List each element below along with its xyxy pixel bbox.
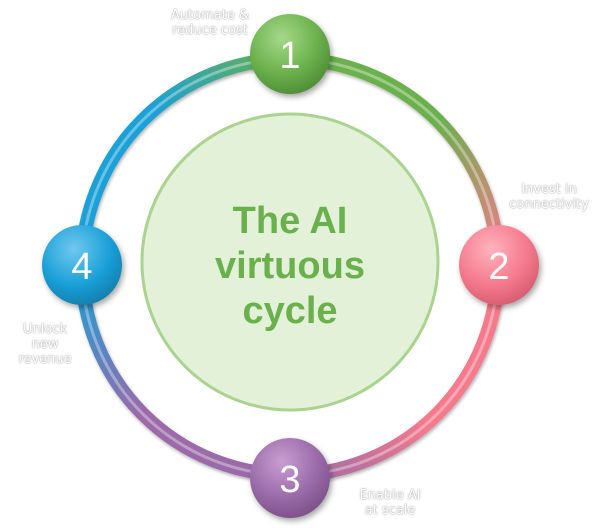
center-title-line-3: cycle [242, 290, 337, 332]
step-node-4: 4 [42, 225, 122, 305]
center-circle: The AI virtuous cycle [140, 112, 440, 412]
step-number-1: 1 [279, 35, 300, 77]
step-label-4-line-1: Unlock [23, 322, 67, 337]
step-number-4: 4 [71, 246, 92, 288]
center-title-line-2: virtuous [215, 245, 365, 287]
center-title-line-1: The AI [233, 200, 348, 242]
step-label-2-line-1: Invest in [521, 182, 577, 197]
step-node-3: 3 [250, 438, 330, 518]
step-label-2-line-2: connectivity [509, 197, 589, 212]
step-number-2: 2 [488, 246, 509, 288]
step-label-4: Unlock new revenue [0, 322, 90, 367]
step-label-3-line-2: at scale [364, 503, 416, 518]
step-label-1-line-2: reduce cost [172, 23, 248, 38]
step-label-4-line-3: revenue [18, 352, 72, 367]
step-label-3-line-1: Enable AI [359, 488, 421, 503]
step-label-3: Enable AI at scale [340, 488, 440, 518]
step-label-2: Invest in connectivity [500, 182, 598, 212]
step-label-1-line-1: Automate & [170, 8, 250, 23]
step-label-1: Automate & reduce cost [160, 8, 260, 38]
step-label-4-line-2: new [31, 337, 59, 352]
step-node-1: 1 [250, 14, 330, 94]
step-node-2: 2 [459, 225, 539, 305]
step-number-3: 3 [279, 459, 300, 501]
